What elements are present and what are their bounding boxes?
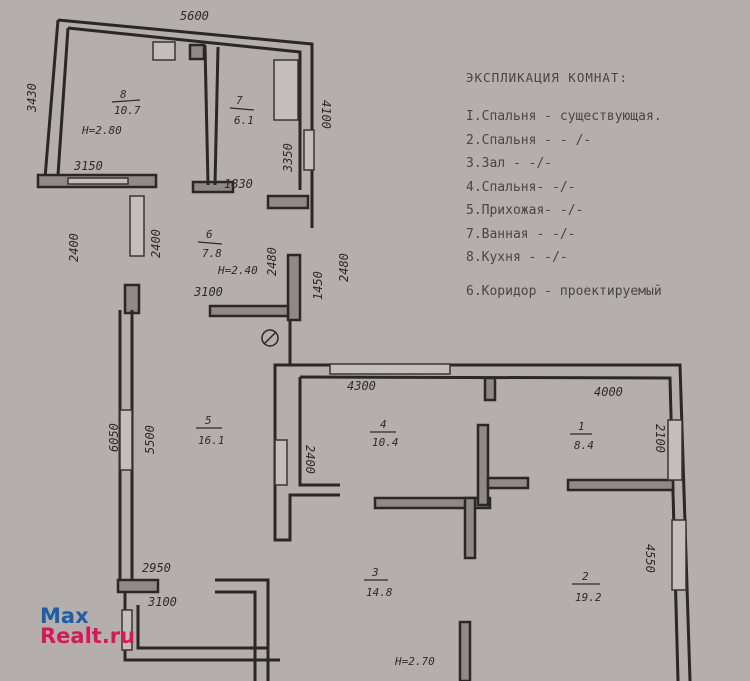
sink-icon	[188, 43, 206, 61]
svg-text:4000: 4000	[594, 385, 623, 399]
room-area: 6.1	[234, 114, 254, 127]
legend-item: 5.Прихожая- -/-	[466, 203, 584, 218]
svg-text:3100: 3100	[193, 285, 223, 299]
legend-title: ЭКСПЛИКАЦИЯ КОМНАТ:	[466, 70, 628, 85]
svg-text:1450: 1450	[311, 271, 325, 300]
svg-text:2400: 2400	[303, 445, 317, 474]
room-area: 19.2	[575, 591, 602, 604]
room-area: 8.4	[574, 439, 594, 452]
room-legend: ЭКСПЛИКАЦИЯ КОМНАТ: I.Спальня - существу…	[466, 70, 662, 307]
room-number: 1	[578, 420, 585, 433]
svg-text:3150: 3150	[73, 159, 103, 173]
svg-text:4550: 4550	[643, 544, 657, 573]
room-number: 4	[380, 418, 387, 431]
room-area: 16.1	[198, 434, 225, 447]
legend-item: 4.Спальня- -/-	[466, 179, 576, 195]
chimney-icon	[261, 329, 279, 347]
room-number: 5	[205, 414, 212, 427]
legend-item: 3.Зал - -/-	[466, 156, 553, 171]
svg-text:2400: 2400	[149, 229, 163, 258]
svg-text:2100: 2100	[653, 424, 667, 453]
svg-text:6050: 6050	[107, 423, 121, 452]
svg-text:4300: 4300	[347, 379, 376, 393]
stove-icon	[152, 41, 176, 61]
walls	[36, 18, 692, 681]
svg-text:4100: 4100	[319, 100, 333, 129]
watermark-logo: Max Realt.ru	[40, 604, 136, 648]
ceiling-height: H=2.40	[217, 264, 258, 277]
ceiling-height: H=2.70	[394, 655, 435, 668]
room-area: 14.8	[366, 586, 393, 599]
room-area: 10.4	[372, 436, 399, 449]
legend-footer: 6.Коридор - проектируемый	[466, 283, 662, 299]
svg-text:2480: 2480	[265, 247, 279, 276]
svg-text:2950: 2950	[142, 561, 171, 575]
dimension-labels: 5600 3430 4100 3350 3150 1830 2400 2400 …	[25, 9, 667, 609]
svg-text:5600: 5600	[180, 9, 209, 23]
svg-text:3350: 3350	[281, 143, 295, 173]
svg-text:3430: 3430	[25, 83, 39, 113]
legend-item: 8.Кухня - -/-	[466, 250, 568, 265]
room-number: 3	[371, 566, 379, 579]
svg-text:3100: 3100	[147, 595, 177, 609]
room-area: 10.7	[114, 104, 141, 117]
bathtub-icon	[273, 59, 299, 121]
svg-text:5500: 5500	[143, 425, 157, 454]
watermark-line2: Realt.ru	[40, 624, 136, 648]
room-labels: 8 10.7 7 6.1 6 7.8 5 16.1 4 10.4 1 8.4 3…	[81, 88, 602, 668]
room-number: 2	[582, 570, 589, 583]
svg-text:1830: 1830	[224, 177, 253, 191]
room-number: 6	[206, 228, 213, 241]
room-number: 8	[120, 88, 127, 101]
svg-text:2400: 2400	[67, 233, 81, 262]
legend-item: 2.Спальня - - /-	[466, 132, 592, 148]
watermark-line1: Max	[40, 604, 89, 628]
svg-text:2480: 2480	[337, 253, 351, 282]
ceiling-height: H=2.80	[81, 124, 122, 137]
legend-item: 7.Ванная - -/-	[466, 226, 576, 242]
legend-item: I.Спальня - существующая.	[466, 109, 662, 124]
room-area: 7.8	[202, 247, 222, 260]
room-number: 7	[236, 94, 243, 107]
